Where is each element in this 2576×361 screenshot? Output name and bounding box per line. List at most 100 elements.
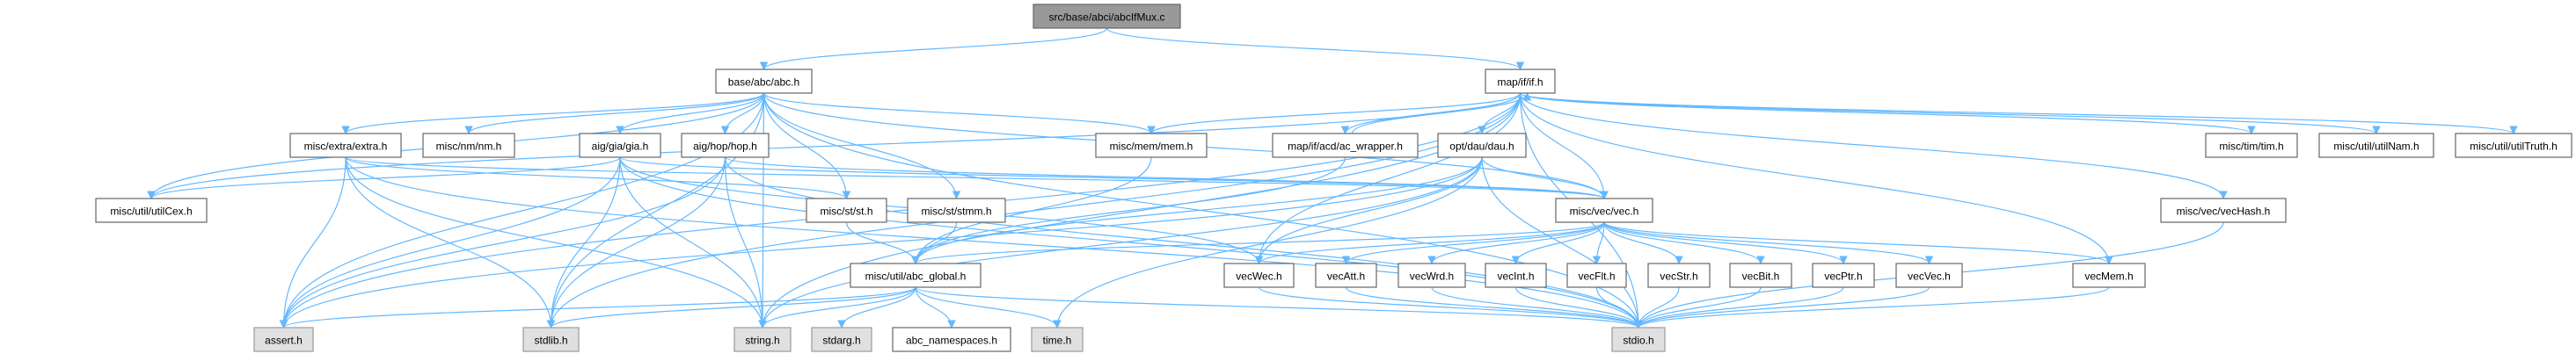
node-box xyxy=(1485,69,1556,94)
node-box xyxy=(289,133,402,158)
node-label: src/base/abci/abcIfMux.c xyxy=(1048,11,1164,24)
node-label: abc_namespaces.h xyxy=(906,335,997,347)
edge-vec-to-vecAtt xyxy=(1341,221,1605,264)
edge-abc-to-stmm xyxy=(763,92,961,199)
node-label: assert.h xyxy=(265,335,303,347)
node-label: misc/nm/nm.h xyxy=(436,141,502,153)
node-utilNam[interactable]: misc/util/utilNam.h xyxy=(2318,133,2434,158)
node-box xyxy=(2205,133,2298,158)
node-stdarg: stdarg.h xyxy=(811,327,872,352)
edge-vecVec-to-stdio xyxy=(1634,286,1930,329)
node-dau[interactable]: opt/dau/dau.h xyxy=(1437,133,1527,158)
node-hop[interactable]: aig/hop/hop.h xyxy=(681,133,770,158)
node-vecMem[interactable]: vecMem.h xyxy=(2072,263,2146,288)
node-vecStr[interactable]: vecStr.h xyxy=(1647,263,1711,288)
node-box xyxy=(681,133,770,158)
edge-vec-to-vecBit xyxy=(1603,221,1765,264)
node-stdlib: stdlib.h xyxy=(522,327,580,352)
node-box xyxy=(1315,263,1377,288)
node-vecBit[interactable]: vecBit.h xyxy=(1729,263,1792,288)
node-src[interactable]: src/base/abci/abcIfMux.c xyxy=(1033,4,1181,29)
edge-vec-to-global xyxy=(911,221,1605,264)
edge-dau-to-assert xyxy=(279,156,1483,329)
edge-global-to-stdarg xyxy=(837,286,916,329)
node-label: misc/st/stmm.h xyxy=(922,206,992,218)
edge-hop-to-stdlib xyxy=(546,156,726,329)
node-st[interactable]: misc/st/st.h xyxy=(806,198,887,223)
node-global[interactable]: misc/util/abc_global.h xyxy=(850,263,982,288)
edge-hop-to-vec xyxy=(724,156,1609,199)
edge-vecWec-to-stdio xyxy=(1258,286,1643,329)
node-box xyxy=(850,263,982,288)
edge-abc-to-st xyxy=(763,92,851,199)
node-box xyxy=(1895,263,1963,288)
node-label: misc/vec/vec.h xyxy=(1570,206,1639,218)
edge-hop-to-assert xyxy=(279,156,726,329)
node-tim[interactable]: misc/tim/tim.h xyxy=(2205,133,2298,158)
node-label: stdlib.h xyxy=(534,335,567,347)
node-extra[interactable]: misc/extra/extra.h xyxy=(289,133,402,158)
node-time: time.h xyxy=(1031,327,1084,352)
node-assert: assert.h xyxy=(253,327,314,352)
node-box xyxy=(253,327,314,352)
node-box xyxy=(1223,263,1295,288)
node-vecInt[interactable]: vecInt.h xyxy=(1485,263,1547,288)
node-abc[interactable]: base/abc/abc.h xyxy=(715,69,813,94)
edge-extra-to-stdio xyxy=(345,156,1643,329)
node-nm[interactable]: misc/nm/nm.h xyxy=(422,133,515,158)
edge-vec-to-vecStr xyxy=(1603,221,1683,264)
node-ns[interactable]: abc_namespaces.h xyxy=(892,327,1011,352)
edge-extra-to-vec xyxy=(345,156,1609,199)
edge-dau-to-vec xyxy=(1481,156,1609,199)
edge-dau-to-global xyxy=(911,156,1483,264)
node-stmm[interactable]: misc/st/stmm.h xyxy=(907,198,1006,223)
node-gia[interactable]: aig/gia/gia.h xyxy=(579,133,661,158)
node-vecAtt[interactable]: vecAtt.h xyxy=(1315,263,1377,288)
node-box xyxy=(522,327,580,352)
node-vecPtr[interactable]: vecPtr.h xyxy=(1812,263,1875,288)
node-vecVec[interactable]: vecVec.h xyxy=(1895,263,1963,288)
node-vecHash[interactable]: misc/vec/vecHash.h xyxy=(2160,198,2287,223)
node-label: map/if/acd/ac_wrapper.h xyxy=(1288,141,1403,153)
node-box xyxy=(1812,263,1875,288)
edge-global-to-ns xyxy=(915,286,956,329)
edge-gia-to-stdlib xyxy=(546,156,621,329)
node-layer: src/base/abci/abcIfMux.c base/abc/abc.h ma… xyxy=(95,4,2572,352)
node-label: misc/mem/mem.h xyxy=(1110,141,1193,153)
node-box xyxy=(811,327,872,352)
node-utilCex[interactable]: misc/util/utilCex.h xyxy=(95,198,208,223)
edge-dau-to-vecWec xyxy=(1254,156,1483,264)
node-label: vecVec.h xyxy=(1908,271,1951,283)
node-label: stdio.h xyxy=(1623,335,1653,347)
edge-global-to-stdlib xyxy=(546,286,916,329)
node-box xyxy=(579,133,661,158)
node-box xyxy=(1729,263,1792,288)
edge-vec-to-vecInt xyxy=(1511,221,1605,264)
node-acw[interactable]: map/if/acd/ac_wrapper.h xyxy=(1272,133,1419,158)
node-box xyxy=(2160,198,2287,223)
node-label: vecPtr.h xyxy=(1824,271,1862,283)
node-box xyxy=(1095,133,1208,158)
node-label: vecStr.h xyxy=(1660,271,1697,283)
edge-extra-to-assert xyxy=(279,156,347,329)
node-vecWec[interactable]: vecWec.h xyxy=(1223,263,1295,288)
node-label: misc/vec/vecHash.h xyxy=(2177,206,2271,218)
edge-abc-to-string xyxy=(758,92,767,329)
edge-abc-to-mem xyxy=(763,92,1156,134)
edge-if-to-vecHash xyxy=(1519,92,2228,199)
node-if[interactable]: map/if/if.h xyxy=(1485,69,1556,94)
node-vecFlt[interactable]: vecFlt.h xyxy=(1566,263,1627,288)
node-box xyxy=(1272,133,1419,158)
node-vec[interactable]: misc/vec/vec.h xyxy=(1555,198,1653,223)
node-mem[interactable]: misc/mem/mem.h xyxy=(1095,133,1208,158)
node-vecWrd[interactable]: vecWrd.h xyxy=(1397,263,1466,288)
edge-vecPtr-to-stdio xyxy=(1634,286,1844,329)
edge-global-to-string xyxy=(758,286,916,329)
node-box xyxy=(95,198,208,223)
edge-st-to-global xyxy=(845,221,920,264)
node-utilTruth[interactable]: misc/util/utilTruth.h xyxy=(2455,133,2572,158)
node-box xyxy=(1566,263,1627,288)
edge-vecInt-to-stdio xyxy=(1514,286,1643,329)
edge-vec-to-vecMem xyxy=(1603,221,2113,264)
edge-abc-to-nm xyxy=(464,92,765,134)
